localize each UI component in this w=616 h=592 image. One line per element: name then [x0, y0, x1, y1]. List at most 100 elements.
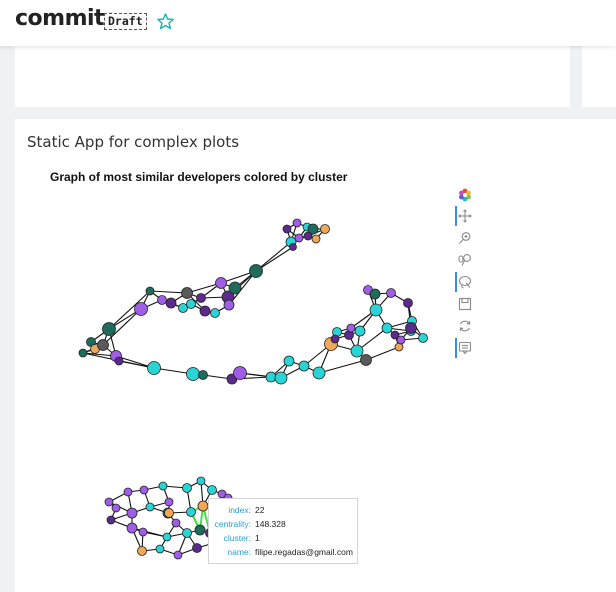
- graph-edge: [255, 241, 292, 272]
- graph-node[interactable]: [199, 305, 211, 317]
- graph-node[interactable]: [164, 508, 174, 518]
- graph-node[interactable]: [418, 333, 428, 343]
- pan-icon[interactable]: [455, 206, 475, 226]
- graph-edge: [108, 290, 151, 330]
- graph-node[interactable]: [186, 299, 196, 309]
- graph-node[interactable]: [197, 500, 209, 512]
- graph-node[interactable]: [207, 485, 217, 495]
- save-icon[interactable]: [455, 294, 475, 314]
- graph-node[interactable]: [369, 303, 383, 317]
- graph-node[interactable]: [158, 481, 168, 491]
- graph-node[interactable]: [303, 231, 313, 241]
- graph-node[interactable]: [111, 503, 121, 513]
- graph-node[interactable]: [320, 224, 330, 234]
- graph-node[interactable]: [283, 355, 295, 367]
- graph-node[interactable]: [196, 293, 206, 303]
- graph-edge: [149, 290, 188, 294]
- graph-node[interactable]: [298, 360, 310, 372]
- graph-node[interactable]: [138, 527, 148, 537]
- box-zoom-icon[interactable]: [455, 228, 475, 248]
- graph-node[interactable]: [173, 550, 183, 560]
- graph-node[interactable]: [330, 334, 340, 344]
- graph-node[interactable]: [210, 308, 220, 318]
- graph-node[interactable]: [192, 543, 202, 553]
- tooltip-key: index:: [228, 505, 251, 515]
- tooltip-key: name:: [227, 547, 251, 557]
- graph-node[interactable]: [145, 502, 155, 512]
- graph-node[interactable]: [147, 361, 161, 375]
- tooltip-key: centrality:: [214, 519, 251, 529]
- graph-node[interactable]: [97, 339, 109, 351]
- graph-edge: [102, 308, 142, 346]
- graph-node[interactable]: [405, 322, 417, 334]
- tooltip-value: 1: [255, 533, 260, 543]
- graph-node[interactable]: [139, 485, 149, 495]
- graph-node[interactable]: [360, 354, 372, 366]
- graph-node[interactable]: [274, 371, 288, 385]
- wheel-zoom-icon[interactable]: [455, 250, 475, 270]
- graph-edge: [186, 282, 222, 294]
- graph-node[interactable]: [233, 366, 247, 380]
- graph-node[interactable]: [282, 224, 292, 234]
- lasso-select-icon[interactable]: [455, 272, 475, 292]
- graph-node[interactable]: [350, 344, 364, 358]
- star-icon[interactable]: [156, 12, 175, 31]
- graph-node[interactable]: [114, 356, 124, 366]
- graph-node[interactable]: [162, 532, 172, 542]
- graph-node[interactable]: [123, 487, 133, 497]
- graph-node[interactable]: [126, 522, 138, 534]
- graph-edge: [255, 246, 294, 272]
- graph-node[interactable]: [196, 476, 206, 486]
- graph-node[interactable]: [102, 322, 116, 336]
- graph-node[interactable]: [186, 507, 196, 517]
- reset-icon[interactable]: [455, 316, 475, 336]
- graph-node[interactable]: [381, 322, 393, 334]
- similarity-graph-plot[interactable]: [15, 119, 616, 592]
- similarity-graph-plot-lower[interactable]: [15, 119, 616, 592]
- graph-node[interactable]: [223, 299, 235, 311]
- graph-node[interactable]: [292, 218, 302, 228]
- graph-node[interactable]: [165, 297, 177, 309]
- graph-node[interactable]: [137, 546, 147, 556]
- graph-node[interactable]: [215, 277, 227, 289]
- graph-node[interactable]: [403, 298, 413, 308]
- graph-node[interactable]: [182, 528, 192, 538]
- graph-node[interactable]: [312, 366, 326, 380]
- graph-node[interactable]: [155, 544, 165, 554]
- graph-node[interactable]: [228, 281, 242, 295]
- graph-node[interactable]: [369, 288, 381, 300]
- graph-node[interactable]: [289, 243, 297, 251]
- graph-node[interactable]: [386, 288, 396, 298]
- graph-node[interactable]: [182, 483, 192, 493]
- tooltip-row-cluster: cluster: 1: [209, 531, 357, 545]
- graph-node[interactable]: [171, 518, 181, 528]
- hover-icon[interactable]: [455, 338, 475, 358]
- graph-node[interactable]: [104, 497, 114, 507]
- chart-title: Graph of most similar developers colored…: [50, 170, 348, 184]
- graph-node[interactable]: [157, 295, 167, 305]
- graph-node[interactable]: [311, 234, 321, 244]
- tooltip-row-centrality: centrality: 148.328: [209, 517, 357, 531]
- graph-node[interactable]: [78, 348, 88, 358]
- graph-node[interactable]: [164, 497, 174, 507]
- graph-node[interactable]: [181, 287, 193, 299]
- graph-node[interactable]: [194, 524, 206, 536]
- top-card-right: [582, 46, 616, 107]
- bokeh-logo-icon[interactable]: [455, 185, 475, 205]
- graph-node[interactable]: [134, 302, 148, 316]
- graph-node[interactable]: [145, 286, 155, 296]
- graph-node[interactable]: [249, 264, 263, 278]
- graph-node[interactable]: [307, 223, 319, 235]
- graph-node[interactable]: [294, 233, 304, 243]
- graph-node[interactable]: [396, 335, 406, 345]
- graph-node[interactable]: [346, 323, 356, 333]
- graph-node[interactable]: [106, 515, 116, 525]
- graph-node[interactable]: [126, 507, 138, 519]
- graph-node[interactable]: [178, 303, 188, 313]
- hover-tooltip: index: 22 centrality: 148.328 cluster: 1…: [208, 498, 358, 564]
- graph-edge: [365, 346, 400, 361]
- graph-node[interactable]: [390, 330, 400, 340]
- graph-node[interactable]: [198, 370, 208, 380]
- graph-node[interactable]: [354, 325, 366, 337]
- tooltip-row-index: index: 22: [209, 503, 357, 517]
